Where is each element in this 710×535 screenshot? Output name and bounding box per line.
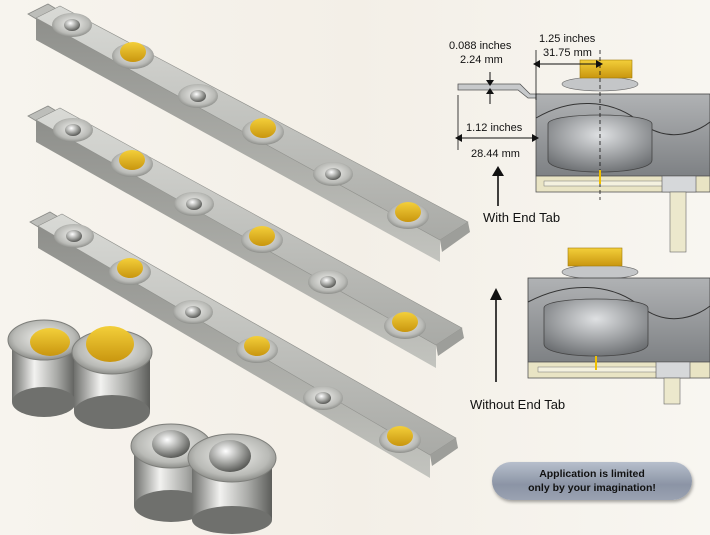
tagline-badge: Application is limited only by your imag… xyxy=(492,462,692,500)
ball-transfer-unit xyxy=(313,162,353,186)
tagline-line-1: Application is limited xyxy=(539,468,645,480)
ball-transfer-unit-yellow xyxy=(379,426,421,453)
ball-transfer-unit-yellow xyxy=(236,336,278,363)
ball-transfer-unit xyxy=(187,433,277,534)
ball-transfer-unit xyxy=(54,224,94,248)
ball-transfer-unit-yellow xyxy=(384,312,426,339)
with-end-tab-caption: With End Tab xyxy=(483,210,561,225)
tab-length-mm-label: 28.44 mm xyxy=(471,148,520,160)
tagline-line-2: only by your imagination! xyxy=(528,482,656,494)
ball-transfer-unit-yellow xyxy=(111,150,153,177)
ball-transfer-unit xyxy=(178,84,218,108)
ball-transfer-unit xyxy=(303,386,343,410)
ball-transfer-rail xyxy=(29,211,458,478)
transfer-height-mm-label: 31.75 mm xyxy=(543,47,592,59)
ball-transfer-rail xyxy=(27,105,464,368)
loose-ball-transfer-units xyxy=(7,319,277,534)
ball-transfer-unit xyxy=(52,13,92,37)
tab-length-inches-label: 1.12 inches xyxy=(466,122,523,134)
cross-section-with-end-tab xyxy=(457,50,710,253)
ball-transfer-unit xyxy=(173,300,213,324)
dimension-lines xyxy=(455,50,603,206)
ball-transfer-unit xyxy=(308,270,348,294)
cross-section-without-end-tab xyxy=(490,247,710,405)
ball-transfer-unit-yellow xyxy=(71,326,153,429)
ball-transfer-unit-yellow xyxy=(109,258,151,285)
ball-transfer-unit-yellow xyxy=(242,118,284,145)
ball-transfer-unit-yellow xyxy=(241,226,283,253)
ball-transfer-unit-yellow xyxy=(387,202,429,229)
ball-transfer-unit xyxy=(53,118,93,142)
transfer-height-inches-label: 1.25 inches xyxy=(539,33,596,45)
thickness-mm-label: 2.24 mm xyxy=(460,54,503,66)
ball-transfer-rail xyxy=(27,3,470,262)
thickness-inches-label: 0.088 inches xyxy=(449,40,512,52)
arrow-up-icon xyxy=(490,288,502,382)
ball-transfer-unit-yellow xyxy=(7,319,81,417)
ball-transfer-unit-yellow xyxy=(112,42,154,69)
ball-transfer-unit xyxy=(174,192,214,216)
arrow-up-icon xyxy=(492,166,504,206)
without-end-tab-caption: Without End Tab xyxy=(470,397,566,412)
